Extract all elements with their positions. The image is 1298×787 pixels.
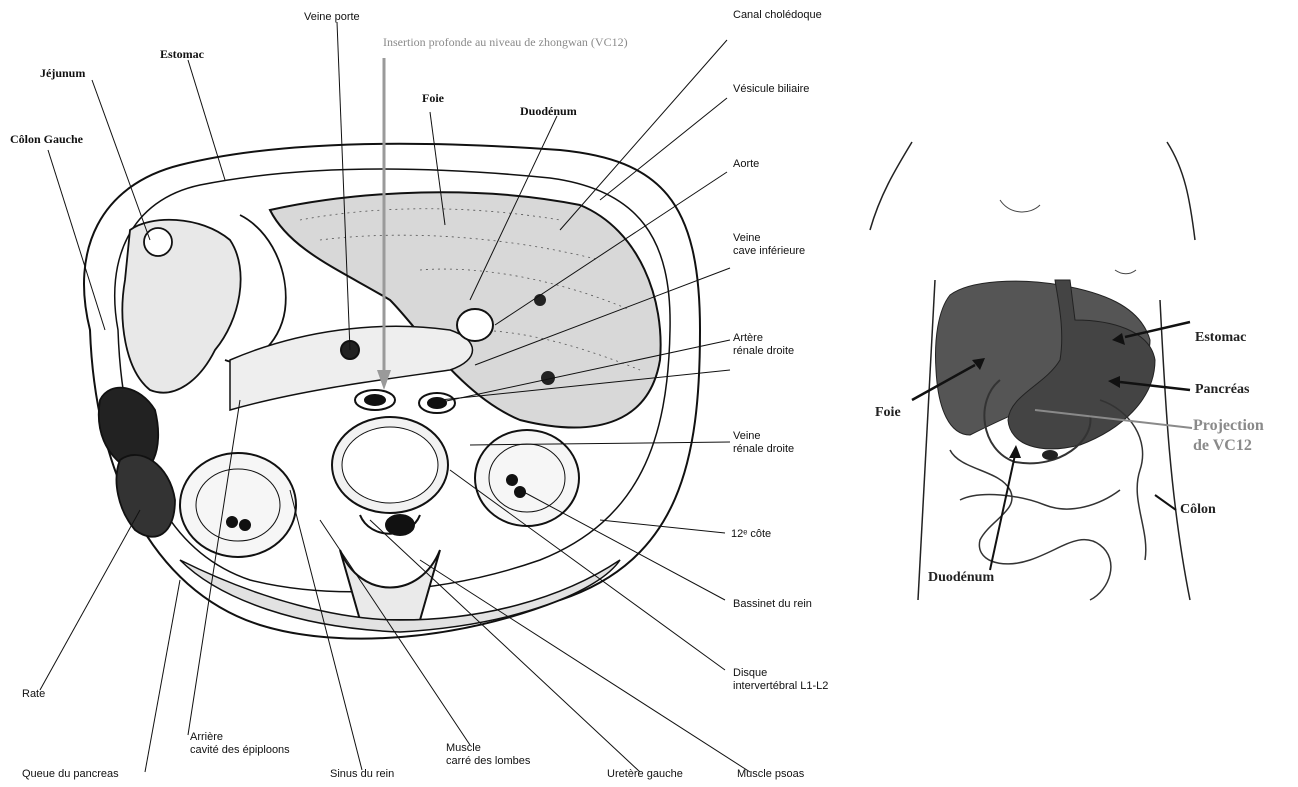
label-veine-renale-2: rénale droite [733,443,794,456]
label-muscle-carre-1: Muscle [446,742,481,755]
label-veine-cave-2: cave inférieure [733,245,805,258]
proj-label-pancreas: Pancréas [1195,382,1249,398]
label-12e-cote: 12ᵉ côte [731,528,771,541]
label-jejunum: Jéjunum [40,66,85,80]
label-disque-1: Disque [733,667,767,680]
label-foie: Foie [422,91,444,105]
label-uretere-gauche: Uretère gauche [607,768,683,781]
label-veine-porte: Veine porte [304,11,360,24]
vertebra [332,417,448,620]
label-bassinet: Bassinet du rein [733,598,812,611]
label-duodenum: Duodénum [520,104,577,118]
label-vesicule-biliaire: Vésicule biliaire [733,83,809,96]
proj-label-colon: Côlon [1180,502,1216,518]
label-insertion-vc12: Insertion profonde au niveau de zhongwan… [383,35,628,49]
label-muscle-carre-2: carré des lombes [446,755,530,768]
label-sinus-rein: Sinus du rein [330,768,394,781]
label-estomac: Estomac [160,47,204,61]
projection-drawing [870,142,1195,600]
label-veine-renale-1: Veine [733,430,761,443]
proj-label-foie: Foie [875,405,901,421]
label-colon-gauche: Côlon Gauche [10,132,83,146]
label-canal-choledoque: Canal cholédoque [733,9,822,22]
label-arriere-2: cavité des épiploons [190,744,290,757]
label-queue-pancreas: Queue du pancreas [22,768,119,781]
proj-label-projection-2: de VC12 [1193,438,1252,454]
label-rate: Rate [22,688,45,701]
label-aorte: Aorte [733,158,759,171]
label-artere-renale-2: rénale droite [733,345,794,358]
proj-label-projection-1: Projection [1193,418,1264,434]
liver-shape [270,192,661,427]
label-veine-cave-1: Veine [733,232,761,245]
proj-label-duodenum: Duodénum [928,570,994,586]
label-muscle-psoas: Muscle psoas [737,768,804,781]
label-disque-2: intervertébral L1-L2 [733,680,828,693]
label-arriere-1: Arrière [190,731,223,744]
label-artere-renale-1: Artère [733,332,763,345]
proj-label-estomac: Estomac [1195,330,1246,346]
